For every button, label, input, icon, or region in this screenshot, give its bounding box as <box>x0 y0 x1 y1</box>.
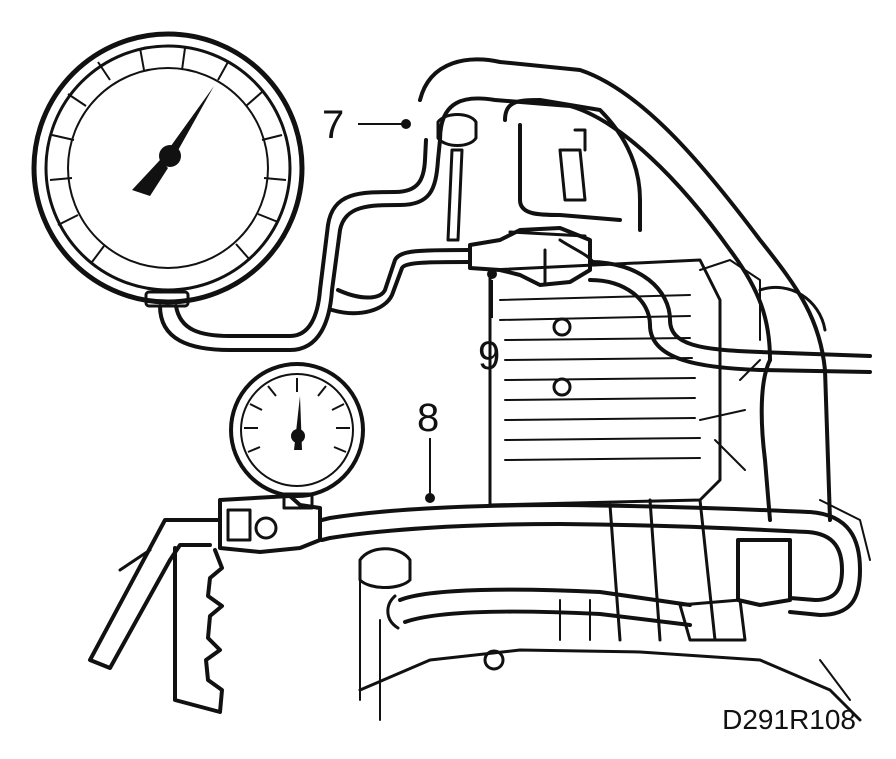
vacuum-gauge-needle <box>168 86 214 154</box>
fuel-pressure-gauge <box>229 362 365 510</box>
figure-code: D291R108 <box>722 704 856 735</box>
vacuum-gauge <box>31 31 305 308</box>
callout-8: 8 <box>417 396 440 440</box>
callout-7: 7 <box>322 103 345 147</box>
pressure-regulator <box>468 226 597 287</box>
fuel-lines <box>503 98 872 374</box>
engine-block <box>358 258 871 722</box>
intake-hose <box>418 57 832 522</box>
test-hose <box>320 503 862 642</box>
callout-leaders <box>358 119 497 503</box>
fuel-pressure-gauge-ticks <box>244 378 350 453</box>
vacuum-hose <box>158 113 478 352</box>
vacuum-gauge-ticks <box>49 47 287 263</box>
pump-tester <box>88 494 322 714</box>
callout-9: 9 <box>478 334 501 378</box>
